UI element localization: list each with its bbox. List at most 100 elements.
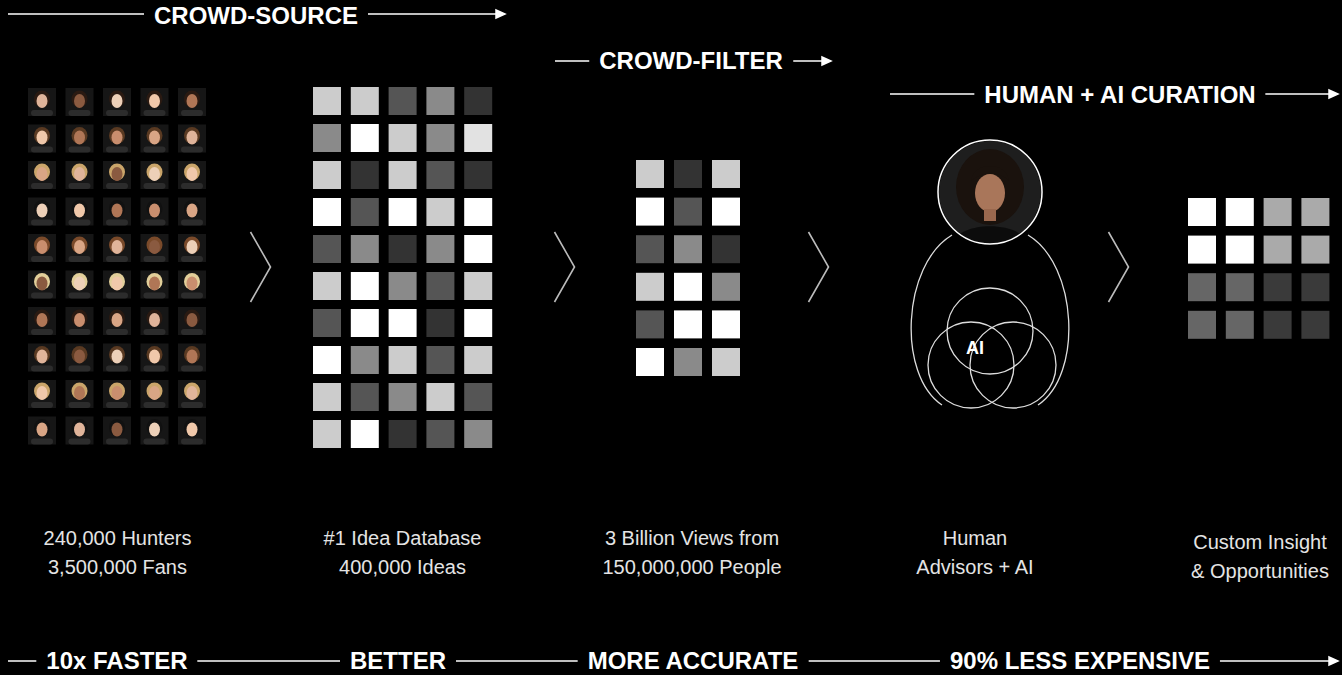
idea-tile <box>674 310 702 338</box>
idea-tile <box>1264 311 1292 339</box>
flow-chevron <box>251 232 271 302</box>
hunter-photo <box>103 198 131 226</box>
idea-tile <box>1226 311 1254 339</box>
ai-label: AI <box>955 337 995 359</box>
stat-text: 3,500,000 Fans <box>20 553 215 582</box>
idea-tile <box>389 346 417 374</box>
idea-tile <box>426 161 454 189</box>
stage-caption: Custom Insight & Opportunities <box>1180 528 1340 586</box>
arrow-head <box>1329 657 1338 665</box>
hunter-photo <box>28 234 56 262</box>
stage-node: 3 Billion Views from150,000,000 People <box>592 80 792 580</box>
portrait-ring <box>938 140 1042 244</box>
hunter-photo <box>66 307 94 335</box>
hunter-photo <box>28 198 56 226</box>
hunter-photo <box>178 344 206 372</box>
idea-tile <box>1226 236 1254 264</box>
idea-tile <box>1301 236 1329 264</box>
hunter-photo <box>178 417 206 445</box>
hunter-photo <box>178 234 206 262</box>
stage-graphic <box>897 135 1049 405</box>
stat-text: Custom Insight & Opportunities <box>1188 528 1333 586</box>
stage-node: #1 Idea Database400,000 Ideas <box>305 80 500 580</box>
hunter-photo <box>103 344 131 372</box>
stage-graphic <box>636 160 740 376</box>
curation-arc <box>911 235 952 405</box>
idea-tile <box>1188 236 1216 264</box>
advisor-portrait <box>937 139 1043 245</box>
arrow-head <box>1329 90 1338 98</box>
hunter-photo <box>66 344 94 372</box>
hunter-photo <box>178 380 206 408</box>
idea-tile <box>674 273 702 301</box>
hunter-photo <box>103 307 131 335</box>
idea-tile <box>313 346 341 374</box>
hunter-photo <box>28 88 56 116</box>
hunter-photo <box>103 234 131 262</box>
idea-tile <box>351 309 379 337</box>
idea-tile <box>464 346 492 374</box>
hunter-photo <box>103 88 131 116</box>
idea-tile <box>464 383 492 411</box>
idea-tile <box>351 383 379 411</box>
hunter-photo <box>103 125 131 153</box>
idea-tile <box>712 348 740 376</box>
hunter-photo <box>178 198 206 226</box>
idea-tile <box>1301 198 1329 226</box>
hunter-photo <box>141 198 169 226</box>
idea-tile <box>464 272 492 300</box>
idea-tile <box>636 348 664 376</box>
idea-tile <box>1188 198 1216 226</box>
hunter-photo <box>28 417 56 445</box>
hunter-photo <box>141 417 169 445</box>
hunter-photo <box>103 271 131 299</box>
stage-graphic <box>28 88 208 446</box>
idea-tile <box>351 272 379 300</box>
idea-tile <box>636 160 664 188</box>
idea-tile <box>389 383 417 411</box>
idea-tile <box>464 124 492 152</box>
idea-tile <box>1188 273 1216 301</box>
stat-text: #1 Idea Database <box>305 524 500 553</box>
idea-tile <box>1264 198 1292 226</box>
chevron-stroke <box>555 232 575 302</box>
idea-tile <box>313 272 341 300</box>
hunter-photo <box>28 307 56 335</box>
idea-tile <box>1264 273 1292 301</box>
flow-chevron <box>809 232 829 302</box>
hunter-photo <box>141 271 169 299</box>
idea-tile <box>426 346 454 374</box>
stage-node: 240,000 Hunters3,500,000 Fans <box>20 80 215 580</box>
stat-text: Human Advisors + AI <box>913 524 1038 582</box>
hunter-photo <box>28 380 56 408</box>
hunter-photo <box>141 380 169 408</box>
idea-tile <box>313 309 341 337</box>
hunter-photo <box>66 271 94 299</box>
hunter-photo <box>66 380 94 408</box>
hunter-photo <box>28 125 56 153</box>
idea-tile <box>351 235 379 263</box>
idea-tile <box>313 198 341 226</box>
benefit-label: 10x FASTER <box>36 647 197 675</box>
idea-tile <box>351 198 379 226</box>
hunter-photo <box>141 344 169 372</box>
arrow-head <box>496 10 505 18</box>
idea-tile <box>313 420 341 448</box>
stage-caption: 240,000 Hunters3,500,000 Fans <box>20 524 215 582</box>
hunter-photo <box>66 417 94 445</box>
idea-tile <box>389 309 417 337</box>
idea-tile <box>712 160 740 188</box>
idea-tile <box>636 310 664 338</box>
idea-tile <box>1301 273 1329 301</box>
phase-label: CROWD-SOURCE <box>144 2 368 30</box>
ai-core: AI <box>955 335 995 361</box>
hunter-photo <box>66 125 94 153</box>
idea-tile <box>636 198 664 226</box>
phase-label: CROWD-FILTER <box>589 47 793 75</box>
idea-tile <box>313 235 341 263</box>
idea-tile <box>351 346 379 374</box>
idea-tile <box>1226 198 1254 226</box>
stat-text: 400,000 Ideas <box>305 553 500 582</box>
curation-arc <box>1028 235 1069 405</box>
idea-tile <box>464 309 492 337</box>
